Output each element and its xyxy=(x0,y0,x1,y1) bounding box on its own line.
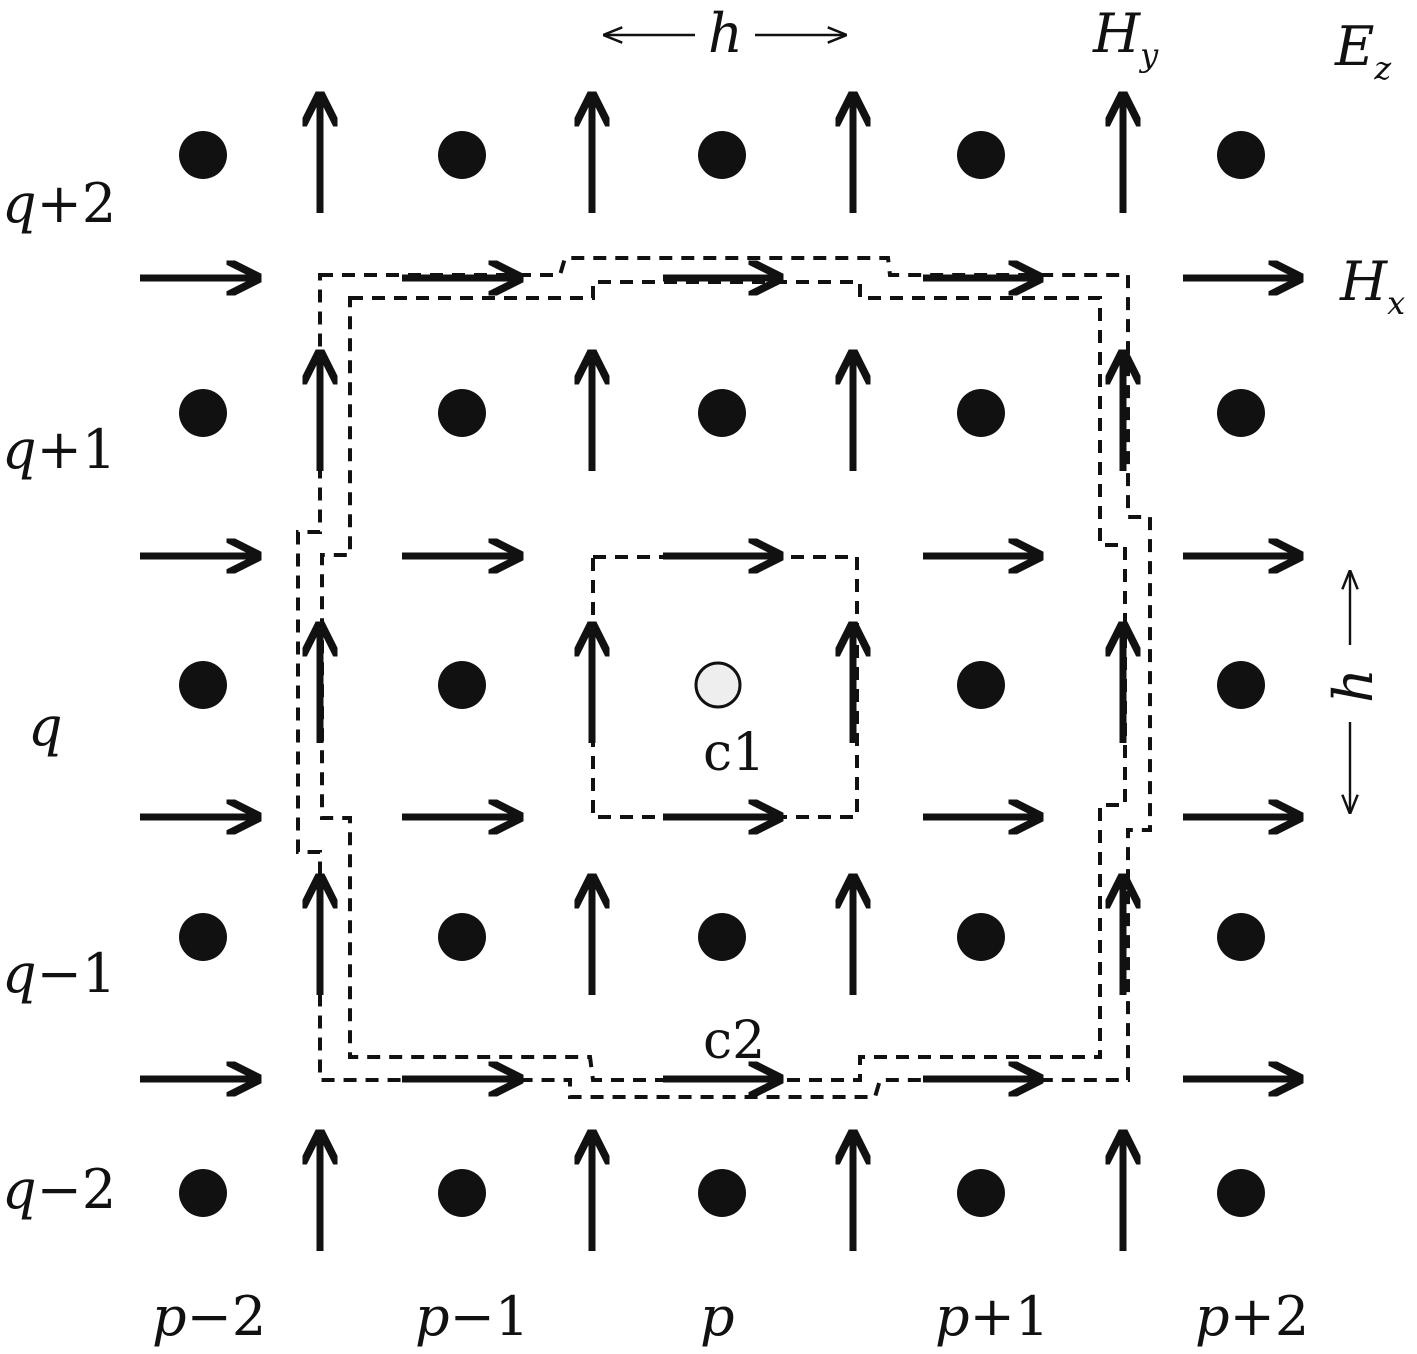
col-label-p-minus-1: p−1 xyxy=(415,1285,529,1348)
col-label-p: p xyxy=(700,1285,735,1348)
ez-node xyxy=(438,389,486,437)
ez-node xyxy=(438,131,486,179)
col-label-p-plus-1: p+1 xyxy=(935,1285,1049,1348)
contour-c2-inner xyxy=(320,280,1127,1082)
ez-node xyxy=(438,1169,486,1217)
label-c1: c1 xyxy=(703,723,765,783)
row-label-q-plus-2: q+2 xyxy=(2,172,116,235)
ez-node-group xyxy=(179,131,1265,1217)
col-label-p-plus-2: p+2 xyxy=(1195,1285,1309,1348)
center-node xyxy=(694,661,742,709)
ez-node xyxy=(957,661,1005,709)
ez-node xyxy=(698,131,746,179)
legend-hy: Hy xyxy=(1092,2,1159,74)
ez-node xyxy=(179,1169,227,1217)
row-label-q-minus-2: q−2 xyxy=(2,1158,116,1221)
ez-node xyxy=(438,913,486,961)
h-spacing-label-right: h xyxy=(1322,668,1385,703)
label-c2: c2 xyxy=(703,1011,765,1071)
ez-node xyxy=(1217,389,1265,437)
contour-c2-outer xyxy=(296,256,1152,1099)
h-spacing-label-top: h xyxy=(708,2,743,65)
ez-node xyxy=(1217,1169,1265,1217)
ez-node xyxy=(1217,131,1265,179)
row-label-q-plus-1: q+1 xyxy=(2,418,116,481)
ez-node xyxy=(957,131,1005,179)
ez-node xyxy=(698,1169,746,1217)
ez-node xyxy=(179,131,227,179)
ez-node xyxy=(179,389,227,437)
ez-node xyxy=(1217,661,1265,709)
ez-node xyxy=(179,913,227,961)
legend-ez: Ez xyxy=(1334,15,1392,87)
ez-node xyxy=(438,661,486,709)
ez-node xyxy=(698,389,746,437)
legend-hx: Hx xyxy=(1339,250,1405,322)
col-label-p-minus-2: p−2 xyxy=(152,1285,266,1348)
ez-node xyxy=(957,389,1005,437)
ez-node xyxy=(698,913,746,961)
contour-c1 xyxy=(591,555,859,819)
ez-node xyxy=(957,1169,1005,1217)
ez-node xyxy=(179,661,227,709)
ez-node xyxy=(1217,913,1265,961)
ez-node xyxy=(957,913,1005,961)
row-label-q-minus-1: q−1 xyxy=(2,942,116,1005)
row-label-q: q xyxy=(28,695,63,758)
